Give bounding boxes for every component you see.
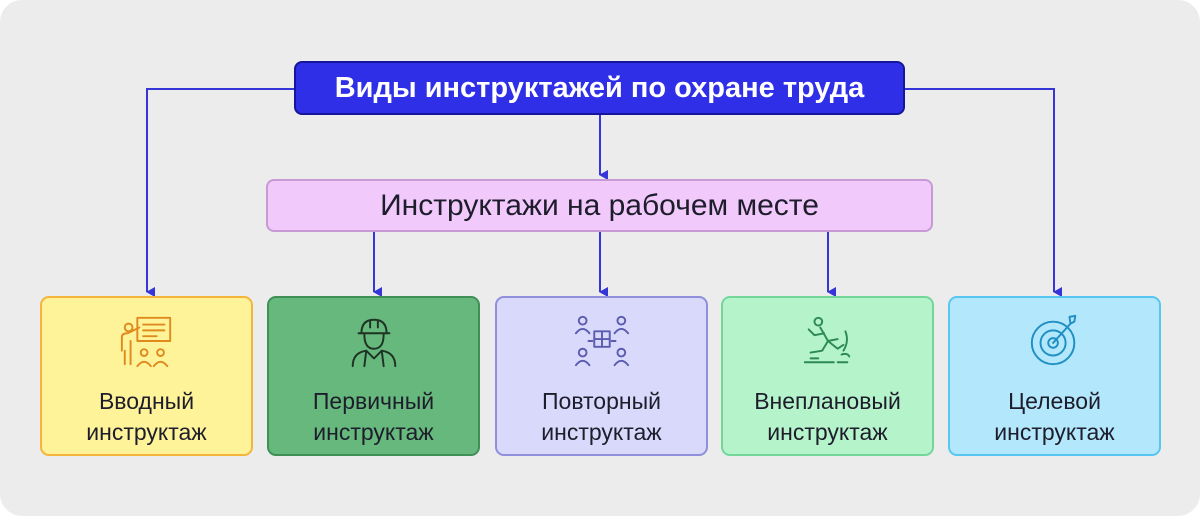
card-povtorny: Повторный инструктаж	[495, 296, 708, 456]
card-celevoy: Целевой инструктаж	[948, 296, 1161, 456]
diagram-title: Виды инструктажей по охране труда	[294, 61, 905, 115]
card-vvodny: Вводный инструктаж	[40, 296, 253, 456]
connector-root-to-vvodny	[146, 88, 294, 297]
workplace-group-box: Инструктажи на рабочем месте	[266, 179, 933, 232]
card-label-pervichny: Первичный инструктаж	[312, 388, 435, 445]
card-label-vvodny: Вводный инструктаж	[86, 388, 207, 445]
team-puzzle-icon	[573, 312, 631, 370]
card-pervichny: Первичный инструктаж	[267, 296, 480, 456]
connector-root-to-celevoy	[905, 88, 1062, 297]
target-icon	[1026, 312, 1084, 370]
worker-helmet-icon	[345, 312, 403, 370]
card-vneplanovy: Внеплановый инструктаж	[721, 296, 934, 456]
presentation-icon	[118, 312, 176, 370]
slip-fall-icon	[799, 312, 857, 370]
card-label-celevoy: Целевой инструктаж	[994, 388, 1115, 445]
card-label-vneplanovy: Внеплановый инструктаж	[754, 388, 901, 445]
card-label-povtorny: Повторный инструктаж	[541, 388, 662, 445]
